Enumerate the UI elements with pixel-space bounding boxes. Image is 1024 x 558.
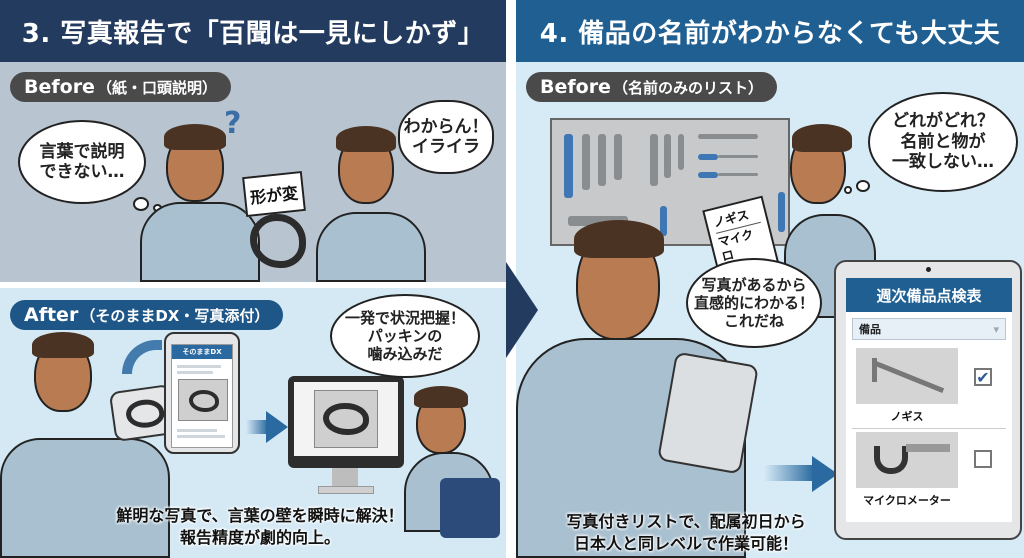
item-checkbox-checked[interactable]: ✔ [974,368,992,387]
supervisor-hair [414,386,468,408]
caption-line-2: 報告精度が劇的向上。 [179,528,340,547]
arrow-right-icon [266,411,288,443]
worker-hair [792,124,852,152]
worker-hair [164,124,226,150]
thought-bubble-worker: 言葉で説明 できない… [18,120,146,204]
screwdriver-icon [778,192,785,232]
panel-title: 3. 写真報告で「百聞は一見にしかず」 [0,0,506,62]
supervisor-body [316,212,426,282]
before-label-sub: （名前のみのリスト） [612,78,763,97]
keyboard [318,486,374,494]
before-label-main: Before [24,76,95,98]
app-screen: そのままDX [171,344,233,448]
chevron-down-icon: ▾ [993,322,999,336]
thought-bubble-worker: どれがどれ？ 名前と物が 一致しない… [868,92,1018,192]
item-label: マイクロメーター [863,494,951,507]
after-section: After （そのままDX・写真添付） そのままDX [0,288,506,558]
text-line [177,365,221,368]
worker-figure [0,328,180,558]
wrench-icon [650,134,658,186]
photo-viewer [314,390,378,448]
micrometer-spindle [906,444,950,452]
caliper-photo [856,348,958,404]
after-label: After （そのままDX・写真添付） [10,300,284,330]
wrench-icon [678,134,684,170]
speech-bubble-supervisor: わからん！ イライラ [398,100,494,174]
screwdriver-icon [698,154,718,160]
worker-body [0,438,170,558]
caption-line-1: 鮮明な写真で、言葉の壁を瞬時に解決！ [116,506,404,525]
screwdriver-icon [698,172,718,178]
thought-dot [133,197,149,211]
before-label-sub: （紙・口頭説明） [96,78,217,97]
checklist-body: 備品 ▾ ノギス ✔ マイクロメーター [846,312,1012,522]
screwdriver-icon [660,206,667,236]
worker-figure [120,112,280,282]
question-mark-icon: ? [224,106,242,141]
worker-hair [574,220,664,258]
divider [852,428,1006,429]
office-chair [440,478,500,538]
panel-title: 4. 備品の名前がわからなくても大丈夫 [516,0,1024,62]
arrow-shaft [764,465,814,481]
supervisor-figure [310,112,430,282]
caliper-jaw [872,358,877,382]
screwdriver-shaft [718,173,758,176]
before-label-main: Before [540,76,611,98]
transition-arrow-icon [506,262,538,358]
wrench-icon [614,134,622,180]
panel-equipment-names: 4. 備品の名前がわからなくても大丈夫 Before （名前のみのリスト） [516,0,1024,558]
wrench-icon [564,134,573,198]
text-line [177,371,213,374]
micrometer-icon [874,446,908,474]
paper-sign: 形が変 [242,170,306,218]
dropdown-label: 備品 [859,323,881,336]
speech-bubble-worker: 写真があるから 直感的にわかる！ これだね [686,258,822,348]
before-label: Before （紙・口頭説明） [10,72,231,102]
wrench-icon [664,134,671,178]
camera-dot [926,267,931,272]
text-line [177,429,217,432]
worker-hair [32,332,94,358]
gasket-ring-icon [189,390,219,412]
wrench-icon [582,134,590,190]
upload-arrow-icon [122,340,162,374]
micrometer-photo [856,432,958,488]
text-line [177,435,225,438]
monitor-screen [294,382,398,456]
worker-body [140,202,260,282]
after-label-main: After [24,304,79,326]
wrench-icon [598,134,606,186]
speech-bubble-supervisor: 一発で状況把握！ パッキンの 噛み込みだ [330,294,480,378]
panel-photo-report: 3. 写真報告で「百聞は一見にしかず」 Before （紙・口頭説明） 言葉で説… [0,0,506,558]
checklist-title: 週次備品点検表 [846,278,1012,312]
screwdriver-shaft [718,155,758,158]
monitor-stand [332,468,358,486]
arrow-shaft [246,420,268,434]
desktop-monitor [288,376,404,468]
before-label: Before （名前のみのリスト） [526,72,777,102]
caption-line-1: 写真付きリストで、配属初日から [566,512,806,531]
thought-dot [844,186,852,194]
caption-line-2: 日本人と同レベルで作業可能！ [573,534,798,553]
gasket-ring-icon [250,214,306,268]
app-title-bar: そのままDX [172,345,232,359]
equipment-dropdown[interactable]: 備品 ▾ [852,318,1006,340]
after-label-sub: （そのままDX・写真添付） [80,306,270,325]
item-checkbox-unchecked[interactable] [974,450,992,468]
checklist-tablet: 週次備品点検表 備品 ▾ ノギス ✔ マイクロメーター [834,260,1022,540]
before-section: Before （紙・口頭説明） 言葉で説明 できない… ? 形が変 わからん！ … [0,62,506,282]
supervisor-hair [336,126,396,152]
arrow-right-icon [812,456,838,492]
caliper-icon [871,359,945,394]
attached-photo [178,379,228,421]
t-handle-icon [698,134,758,139]
item-label: ノギス [890,410,924,423]
gasket-ring-icon [124,397,166,431]
gasket-ring-icon [323,403,369,435]
thought-dot [856,180,870,192]
app-tablet: そのままDX [164,332,240,454]
